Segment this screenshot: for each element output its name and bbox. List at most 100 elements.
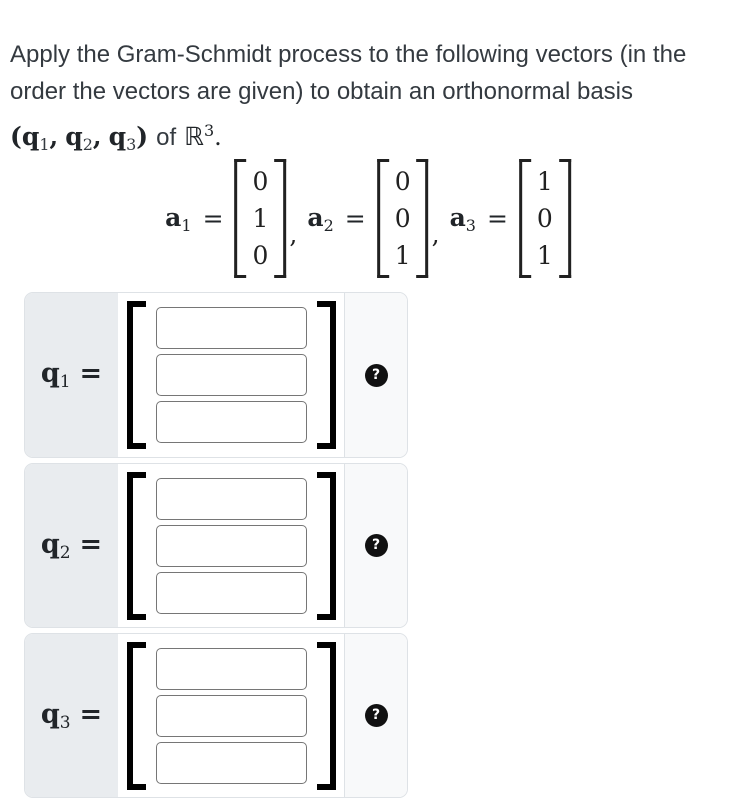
matrix-value: 1 bbox=[536, 241, 553, 270]
answer-matrix-cell-q2 bbox=[118, 464, 344, 627]
equals-sign: = bbox=[79, 698, 103, 730]
q2-entry-3-input[interactable] bbox=[155, 571, 307, 614]
q2-entry-2-input[interactable] bbox=[155, 524, 307, 567]
basis-q2: q bbox=[65, 122, 83, 151]
vector-a2-base: a bbox=[307, 202, 324, 232]
answer-label-cell-q3: q3 = bbox=[25, 634, 118, 797]
given-vectors-display: a1 = 0 1 0 , a2 = 0 0 1 , a3 = 1 0 1 bbox=[165, 159, 571, 278]
vector-a1-values: 0 1 0 bbox=[247, 159, 275, 278]
basis-q3-subscript: 3 bbox=[126, 135, 137, 154]
matrix-right-bracket bbox=[316, 301, 336, 449]
answer-matrix-q1 bbox=[126, 301, 336, 449]
help-cell-q1: ? bbox=[344, 293, 407, 457]
matrix-value: 0 bbox=[536, 204, 553, 233]
q2-base: q bbox=[40, 528, 60, 560]
separator-comma: , bbox=[431, 220, 440, 249]
answer-matrix-q2 bbox=[126, 471, 336, 620]
q3-entry-3-input[interactable] bbox=[155, 741, 307, 784]
vector-a2-values: 0 0 1 bbox=[389, 159, 417, 278]
basis-q2-subscript: 2 bbox=[82, 135, 93, 154]
equals-sign: = bbox=[202, 204, 224, 233]
matrix-left-bracket bbox=[376, 159, 389, 278]
vector-a1-subscript: 1 bbox=[181, 215, 192, 235]
answer-matrix-cell-q3 bbox=[118, 634, 344, 797]
q1-entry-1-input[interactable] bbox=[155, 307, 307, 349]
matrix-value: 0 bbox=[394, 204, 411, 233]
sentence-period: . bbox=[214, 123, 222, 151]
q3-entry-2-input[interactable] bbox=[155, 694, 307, 737]
answer-label-cell-q1: q1 = bbox=[25, 293, 118, 457]
vector-a1-base: a bbox=[165, 202, 182, 232]
vector-a3-subscript: 3 bbox=[465, 215, 476, 235]
matrix-value: 1 bbox=[536, 167, 553, 196]
q1-entry-3-input[interactable] bbox=[155, 401, 307, 443]
basis-q1: q bbox=[21, 122, 40, 151]
problem-line-1: Apply the Gram-Schmidt process to the fo… bbox=[10, 41, 687, 68]
problem-statement: Apply the Gram-Schmidt process to the fo… bbox=[10, 36, 720, 163]
answer-label-q3: q3 = bbox=[41, 699, 102, 733]
q2-subscript: 2 bbox=[59, 542, 71, 563]
matrix-left-bracket bbox=[234, 159, 247, 278]
answer-matrix-q3 bbox=[126, 641, 336, 790]
separator-comma: , bbox=[289, 220, 298, 249]
answer-matrix-cell-q1 bbox=[118, 293, 344, 457]
matrix-value: 0 bbox=[252, 241, 269, 270]
answer-label-cell-q2: q2 = bbox=[25, 464, 118, 627]
matrix-left-bracket bbox=[126, 641, 146, 790]
equals-sign: = bbox=[79, 358, 103, 389]
tuple-open-paren: ( bbox=[10, 122, 22, 151]
q3-subscript: 3 bbox=[59, 712, 71, 733]
tuple-comma: , bbox=[92, 122, 102, 151]
help-cell-q3: ? bbox=[344, 634, 407, 797]
matrix-right-bracket bbox=[558, 159, 571, 278]
answer-inputs-q2 bbox=[155, 472, 307, 620]
matrix-right-bracket bbox=[316, 641, 336, 790]
q3-base: q bbox=[40, 698, 60, 730]
tuple-close-paren: ) bbox=[136, 122, 149, 151]
real-numbers-symbol: ℝ bbox=[184, 122, 204, 151]
equals-sign: = bbox=[486, 204, 508, 233]
vector-a3-matrix: 1 0 1 bbox=[518, 159, 571, 278]
help-icon[interactable]: ? bbox=[364, 534, 388, 557]
q1-base: q bbox=[40, 358, 60, 389]
help-icon[interactable]: ? bbox=[364, 704, 388, 727]
answer-inputs-q1 bbox=[155, 301, 307, 449]
matrix-left-bracket bbox=[518, 159, 531, 278]
answer-label-q1: q1 = bbox=[41, 358, 102, 392]
answer-label-q2: q2 = bbox=[41, 529, 102, 563]
word-of: of bbox=[156, 124, 177, 151]
matrix-right-bracket bbox=[416, 159, 429, 278]
vector-a3-base: a bbox=[449, 202, 466, 232]
matrix-left-bracket bbox=[126, 471, 146, 620]
q2-entry-1-input[interactable] bbox=[155, 477, 307, 520]
q3-entry-1-input[interactable] bbox=[155, 647, 307, 690]
vector-a3-label: a3 bbox=[450, 203, 476, 235]
q1-subscript: 1 bbox=[59, 372, 71, 392]
vector-a2-label: a2 bbox=[307, 203, 333, 235]
matrix-value: 1 bbox=[394, 241, 411, 270]
basis-q3: q bbox=[108, 122, 127, 151]
help-cell-q2: ? bbox=[344, 464, 407, 627]
basis-q1-subscript: 1 bbox=[39, 135, 50, 154]
dimension-exponent: 3 bbox=[203, 121, 215, 140]
matrix-value: 1 bbox=[252, 204, 269, 233]
matrix-value: 0 bbox=[394, 167, 411, 196]
problem-line-2: order the vectors are given) to obtain a… bbox=[10, 78, 634, 105]
answer-row-q3: q3 = ? bbox=[24, 633, 408, 798]
vector-a1-label: a1 bbox=[165, 203, 191, 235]
tuple-comma: , bbox=[49, 122, 59, 151]
equals-sign: = bbox=[79, 528, 103, 560]
q1-entry-2-input[interactable] bbox=[155, 354, 307, 396]
vector-a2-subscript: 2 bbox=[323, 215, 334, 235]
matrix-right-bracket bbox=[274, 159, 287, 278]
matrix-value: 0 bbox=[252, 167, 269, 196]
vector-a3-values: 1 0 1 bbox=[531, 159, 559, 278]
answer-inputs-q3 bbox=[155, 642, 307, 790]
answer-row-q1: q1 = ? bbox=[24, 292, 408, 458]
help-icon[interactable]: ? bbox=[364, 363, 388, 387]
matrix-left-bracket bbox=[126, 301, 146, 449]
vector-a1-matrix: 0 1 0 bbox=[234, 159, 287, 278]
answer-row-q2: q2 = ? bbox=[24, 463, 408, 628]
matrix-right-bracket bbox=[316, 471, 336, 620]
